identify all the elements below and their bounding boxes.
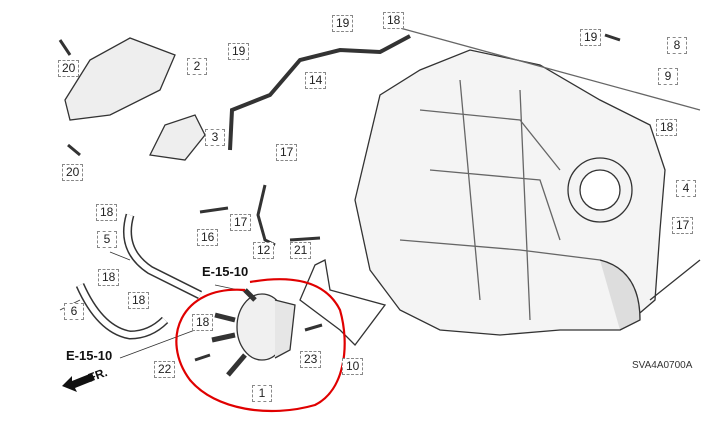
section-ref: E-15-10	[202, 264, 249, 279]
transmission-case	[354, 49, 666, 336]
callout-18: 18	[656, 119, 678, 136]
callout-18: 18	[98, 269, 120, 286]
callout-19: 19	[580, 29, 602, 46]
callout-20: 20	[62, 164, 84, 181]
callout-19: 19	[228, 43, 250, 60]
callout-19: 19	[332, 15, 354, 32]
callout-4: 4	[676, 180, 696, 197]
callout-21: 21	[290, 242, 312, 259]
callout-23: 23	[300, 351, 322, 368]
callout-17: 17	[672, 217, 694, 234]
front-arrow-icon	[62, 373, 95, 392]
callout-16: 16	[197, 229, 219, 246]
callout-6: 6	[64, 303, 84, 320]
callout-9: 9	[658, 68, 678, 85]
callout-10: 10	[342, 358, 364, 375]
pipe-12	[256, 184, 276, 247]
callout-12: 12	[253, 242, 275, 259]
hose-14	[228, 34, 411, 151]
callout-8: 8	[667, 37, 687, 54]
callout-17: 17	[276, 144, 298, 161]
callout-22: 22	[154, 361, 176, 378]
diagram-code: SVA4A0700A	[632, 360, 693, 371]
callout-18: 18	[96, 204, 118, 221]
callout-17: 17	[230, 214, 252, 231]
bracket-10	[299, 259, 387, 346]
callout-5: 5	[97, 231, 117, 248]
bracket-2	[64, 37, 176, 121]
hose-5	[123, 213, 203, 300]
callout-18: 18	[128, 292, 150, 309]
callout-18: 18	[192, 314, 214, 331]
bracket-3	[149, 114, 206, 161]
callout-2: 2	[187, 58, 207, 75]
callout-14: 14	[305, 72, 327, 89]
section-ref: E-15-10	[66, 348, 113, 363]
callout-18: 18	[383, 12, 405, 29]
callout-1: 1	[252, 385, 272, 402]
callout-20: 20	[58, 60, 80, 77]
callout-3: 3	[205, 129, 225, 146]
bell-housing-ring	[567, 157, 633, 223]
highlight-circle	[175, 278, 346, 413]
